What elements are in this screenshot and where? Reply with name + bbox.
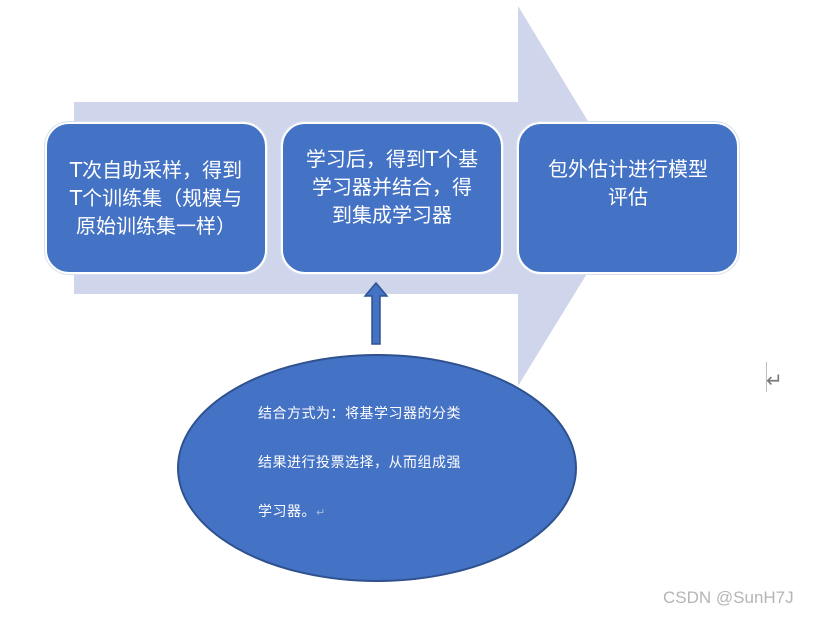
note-line-text: 学习器。 (258, 504, 316, 520)
watermark: CSDN @SunH7J (663, 588, 794, 607)
step-box-sampling: T次自助采样，得到 T个训练集（规模与 原始训练集一样） (45, 122, 267, 274)
step-box-learning: 学习后，得到T个基 学习器并结合，得 到集成学习器 (281, 122, 503, 274)
step-line: 评估 (608, 185, 648, 209)
step-text-learning: 学习后，得到T个基 学习器并结合，得 到集成学习器 (283, 145, 501, 229)
step-text-evaluation: 包外估计进行模型 评估 (519, 155, 737, 211)
note-line: 结果进行投票选择，从而组成强 (258, 455, 461, 471)
paragraph-return-icon: ↵ (316, 506, 326, 519)
step-line: 到集成学习器 (332, 203, 452, 227)
combination-note-ellipse (177, 354, 577, 582)
note-line: 结合方式为：将基学习器的分类 (258, 406, 461, 422)
step-line: 学习后，得到T个基 (305, 147, 479, 171)
up-arrow-connector (363, 282, 389, 345)
step-line: 原始训练集一样） (76, 214, 236, 238)
step-box-evaluation: 包外估计进行模型 评估 (517, 122, 739, 274)
step-line: 学习器并结合，得 (312, 175, 472, 199)
page-return-icon: ↵ (766, 368, 783, 392)
combination-note-text: 结合方式为：将基学习器的分类 结果进行投票选择，从而组成强 学习器。↵ (258, 404, 508, 551)
text-cursor (766, 362, 767, 392)
step-text-sampling: T次自助采样，得到 T个训练集（规模与 原始训练集一样） (47, 156, 265, 240)
step-line: T个训练集（规模与 (69, 186, 243, 210)
step-line: 包外估计进行模型 (548, 157, 708, 181)
note-line: 学习器。↵ (258, 502, 508, 522)
step-line: T次自助采样，得到 (69, 158, 243, 182)
